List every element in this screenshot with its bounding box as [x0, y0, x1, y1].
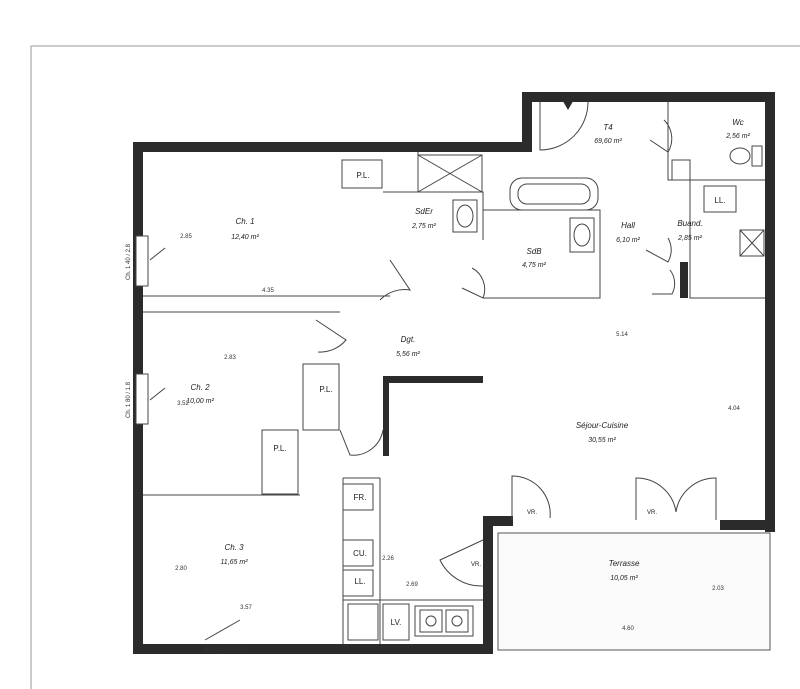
room-terrasse-area: 10,05 m² [610, 575, 638, 582]
label-vr-1: VR. [527, 510, 537, 516]
room-dgt-name: Dgt. [401, 335, 416, 344]
dim-ch3-width: 3.57 [240, 605, 252, 611]
unit-area: 69,60 m² [594, 138, 622, 145]
room-ch1-name: Ch. 1 [235, 217, 254, 226]
room-wc-name: Wc [732, 118, 744, 127]
dim-ch3-height: 2.80 [175, 566, 187, 572]
room-buand-area: 2,85 m² [677, 235, 702, 242]
window-markers [135, 235, 166, 425]
room-ch1-area: 12,40 m² [231, 234, 259, 241]
fixtures [342, 145, 765, 641]
label-vr-3: VR. [471, 562, 481, 568]
dim-ch1-width: 4.35 [262, 288, 274, 294]
room-hall-name: Hall [621, 221, 635, 230]
terrace-area [497, 532, 771, 651]
label-ll-2: LL. [354, 577, 365, 586]
label-pl-1: P.L. [356, 171, 369, 180]
window-label-ch1: Ch. 1 40 / 2.8 [126, 243, 132, 280]
unit-name: T4 [603, 123, 613, 132]
window-label-ch2: Ch. 1 80 / 1.8 [126, 381, 132, 418]
dim-dgt-width: 5.14 [616, 332, 628, 338]
dim-kitchen-height: 2.26 [382, 556, 394, 562]
room-sdb-name: SdB [526, 247, 542, 256]
room-terrasse-name: Terrasse [609, 559, 640, 568]
label-vr-2: VR. [647, 510, 657, 516]
room-sde-area: 2,75 m² [411, 223, 436, 230]
room-hall-area: 6,10 m² [616, 237, 640, 244]
dim-sejour-height: 4.04 [728, 406, 740, 412]
label-pl-3: P.L. [273, 444, 286, 453]
room-ch3-area: 11,65 m² [220, 559, 248, 566]
entrance-arrow-icon [560, 96, 576, 110]
room-ch3-name: Ch. 3 [224, 543, 244, 552]
dim-terrasse-width: 4.60 [622, 626, 634, 632]
label-pl-2: P.L. [319, 385, 332, 394]
room-wc-area: 2,56 m² [725, 133, 750, 140]
room-sdb-area: 4,75 m² [522, 262, 546, 269]
room-buand-name: Buand. [677, 219, 702, 228]
dim-kitchen-width: 2.69 [406, 582, 418, 588]
dim-terrasse-height: 2.03 [712, 586, 724, 592]
label-fr: FR. [354, 493, 367, 502]
window-label-ch3: Alt. 1.8ma Sr40 [204, 647, 246, 653]
room-sejour-area: 30,55 m² [588, 437, 616, 444]
dim-ch1-height: 2.85 [180, 234, 192, 240]
room-ch2-area: 10,00 m² [186, 398, 214, 405]
label-lv: LV. [391, 618, 402, 627]
dim-ch2-height: 3.52 [177, 401, 189, 407]
label-ll-1: LL. [714, 196, 725, 205]
label-cu: CU. [353, 549, 367, 558]
doors [204, 96, 717, 641]
dim-ch2-width: 2.83 [224, 355, 236, 361]
room-sejour-name: Séjour-Cuisine [576, 421, 629, 430]
room-dgt-area: 5,56 m² [396, 351, 420, 358]
room-sde-name: SdEr [415, 207, 433, 216]
room-ch2-name: Ch. 2 [190, 383, 210, 392]
sheet-border [30, 45, 800, 689]
interior-walls [143, 102, 765, 644]
